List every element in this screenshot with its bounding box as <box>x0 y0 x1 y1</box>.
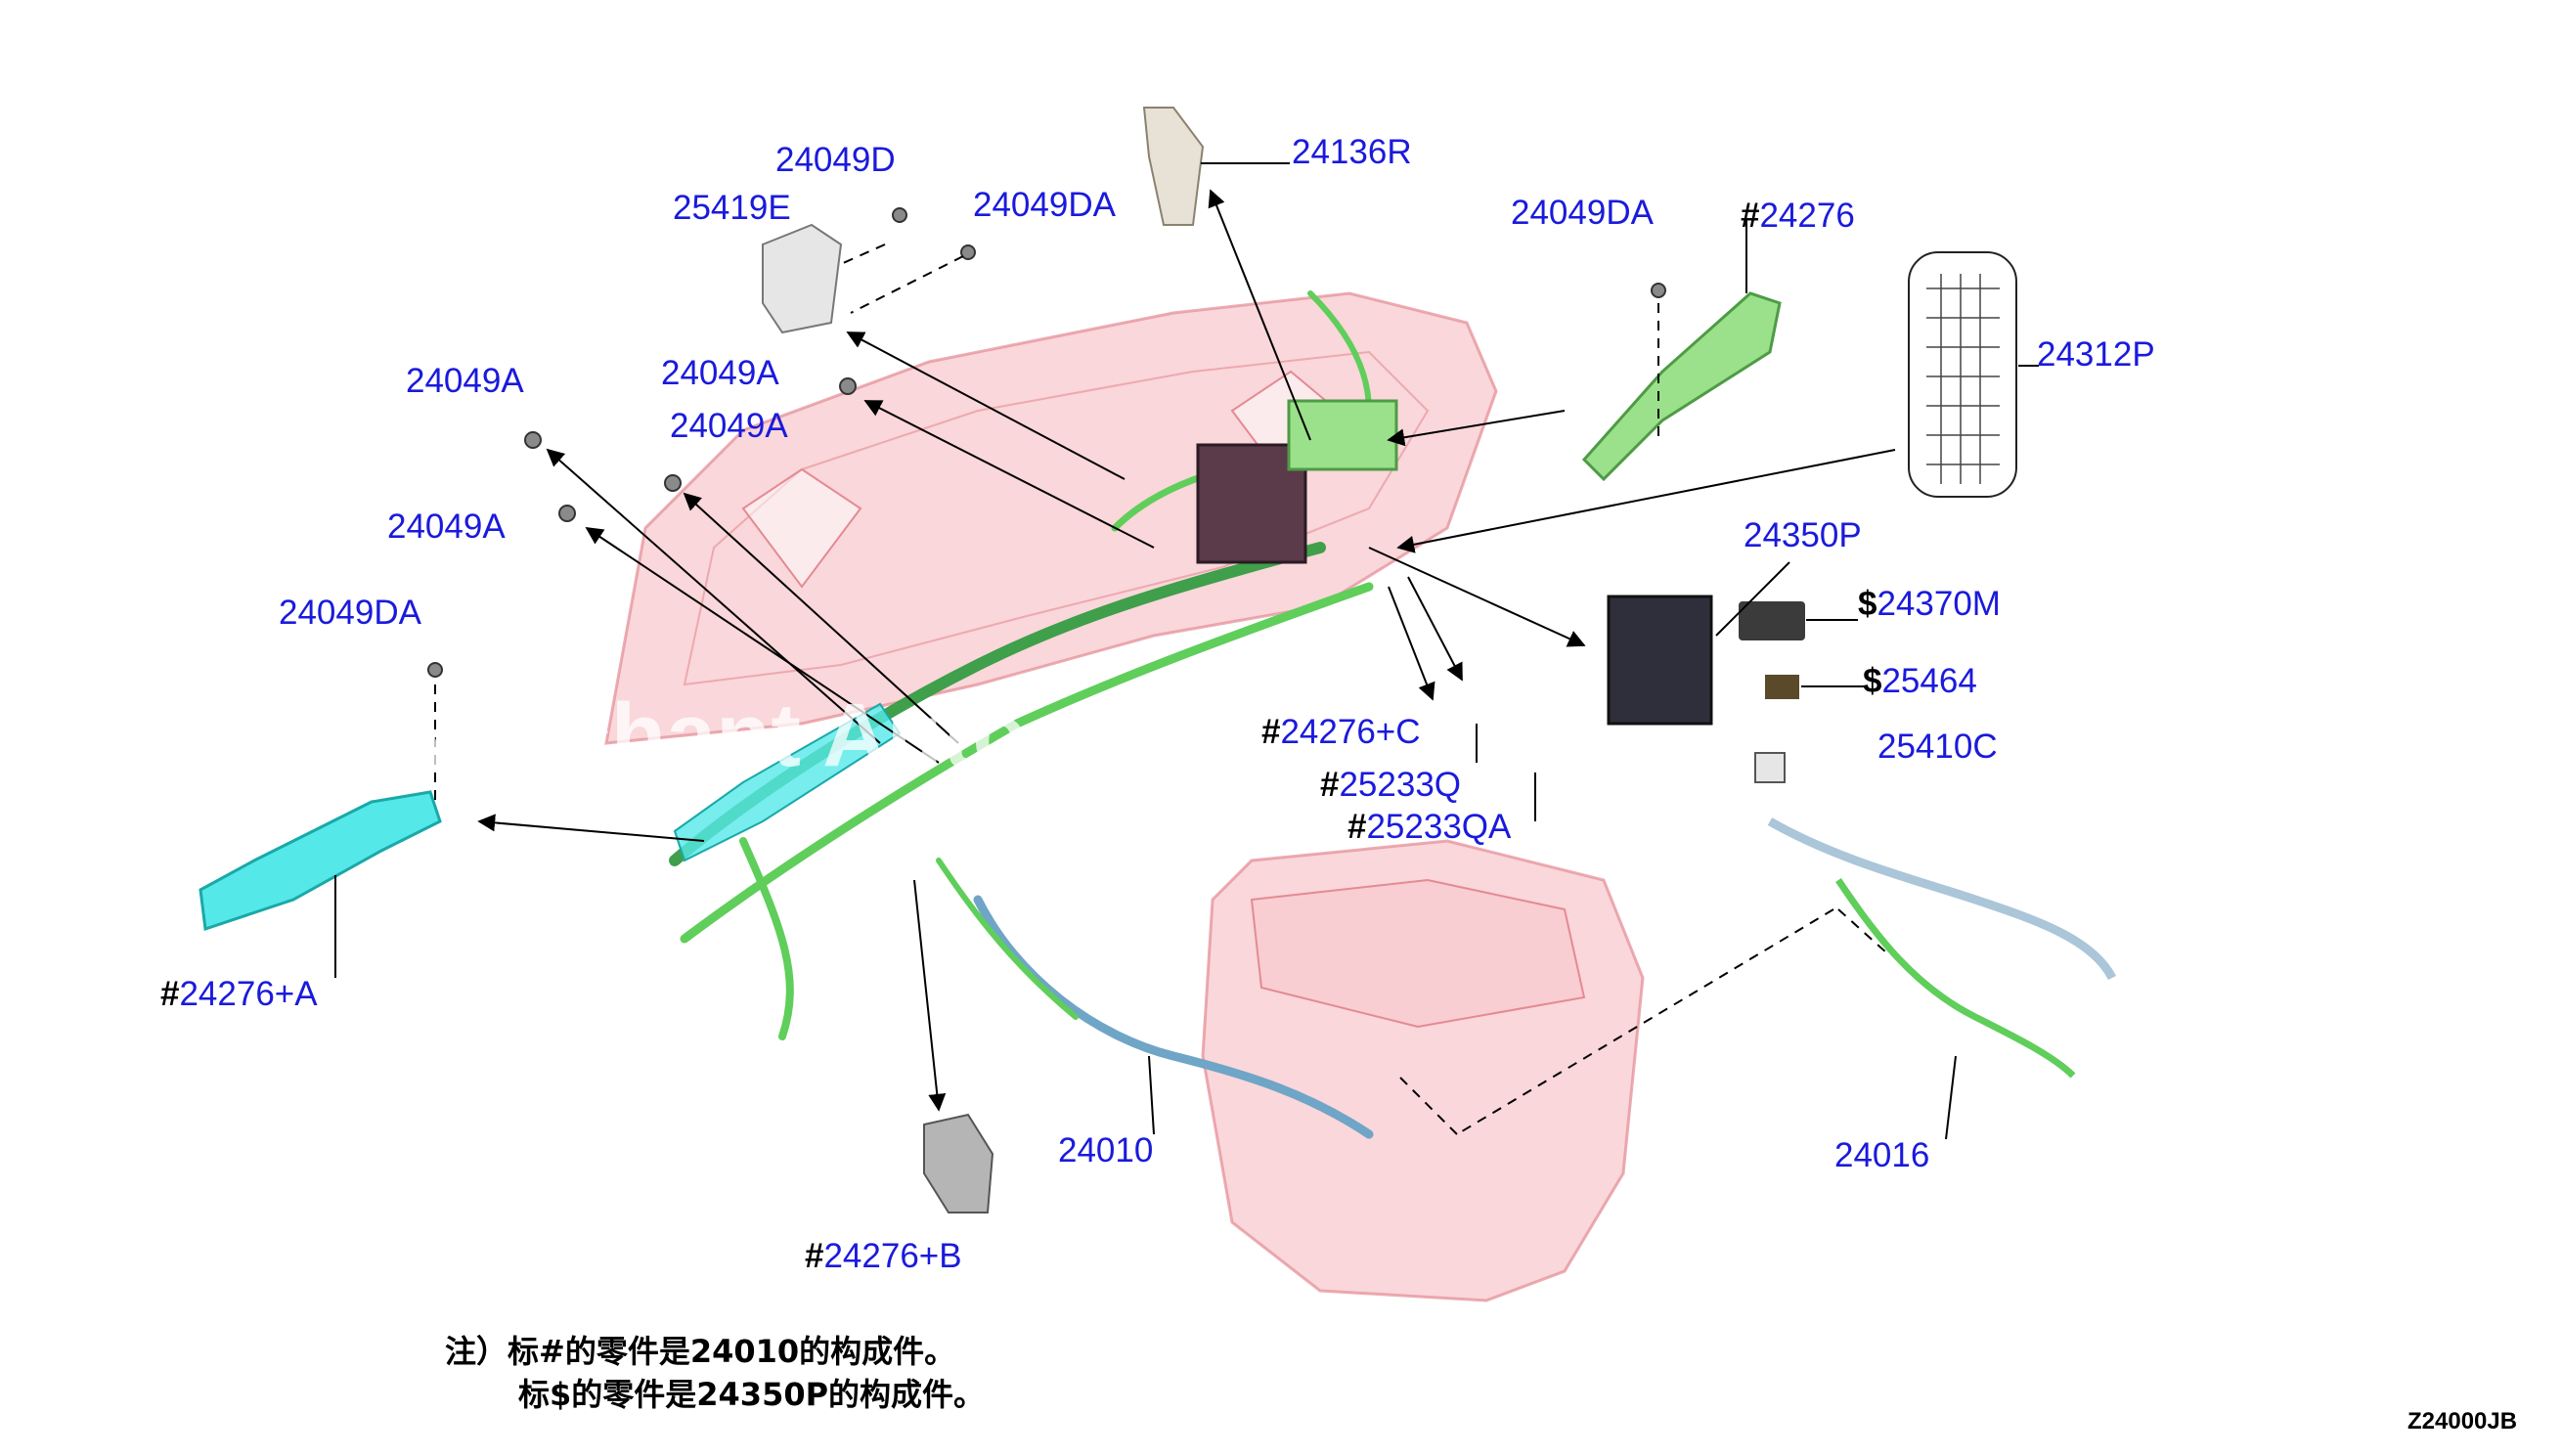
leader-lines <box>334 162 2039 1140</box>
main-harness <box>669 290 1374 1139</box>
callout-24276a: #24276+A <box>160 975 318 1013</box>
grille-24312p <box>1908 251 2017 498</box>
harness-24016 <box>1767 817 2117 1079</box>
callout-25410c: 25410C <box>1877 728 1998 766</box>
side-duct-center <box>673 702 902 862</box>
center-console <box>1201 839 1645 1302</box>
duct-center <box>1287 399 1398 471</box>
callout-24276b: #24276+B <box>805 1237 962 1275</box>
connector-25410c <box>1754 752 1786 783</box>
bracket-24136r <box>1142 107 1205 226</box>
callout-24276c: #24276+C <box>1261 713 1421 751</box>
callout-24312p: 24312P <box>2037 335 2155 374</box>
callout-24049da-left: 24049DA <box>279 594 421 632</box>
dashed-leaders <box>434 243 1888 1135</box>
callout-24049a-2: 24049A <box>661 354 779 392</box>
callout-24276: #24276 <box>1741 197 1855 235</box>
defroster-duct-right <box>1581 291 1782 482</box>
diagram-code: Z24000JB <box>2407 1408 2518 1434</box>
watermark: Merchant Auto <box>401 685 1028 785</box>
callout-24049a-4: 24049A <box>387 507 506 546</box>
callout-24049a-3: 24049A <box>670 407 788 445</box>
bracket-25419e <box>762 223 843 334</box>
callout-24049da-right: 24049DA <box>1511 194 1654 232</box>
callout-24049da-top: 24049DA <box>973 186 1116 224</box>
callout-24016: 24016 <box>1834 1136 1930 1174</box>
callout-24370m: $24370M <box>1858 585 2001 623</box>
callout-25464: $25464 <box>1863 662 1977 700</box>
callout-25419e: 25419E <box>673 189 791 227</box>
side-duct-left <box>199 790 442 932</box>
note-line-1: 注）标#的零件是24010的构成件。 <box>445 1333 956 1370</box>
relay-24370m <box>1739 601 1805 640</box>
fuse-25464 <box>1765 675 1799 699</box>
callout-25233qa: #25233QA <box>1347 808 1512 846</box>
callout-24350p: 24350P <box>1744 516 1862 554</box>
ipdm-module <box>1607 595 1713 726</box>
bolts <box>427 207 1666 678</box>
callout-24136r: 24136R <box>1292 133 1412 171</box>
callout-24049a-1: 24049A <box>406 362 524 400</box>
cover-24276b <box>923 1113 994 1213</box>
callout-25233q: #25233Q <box>1320 766 1462 804</box>
callout-24049d: 24049D <box>775 141 896 179</box>
note-line-2: 标$的零件是24350P的构成件。 <box>518 1376 986 1413</box>
callout-24010: 24010 <box>1058 1131 1154 1169</box>
